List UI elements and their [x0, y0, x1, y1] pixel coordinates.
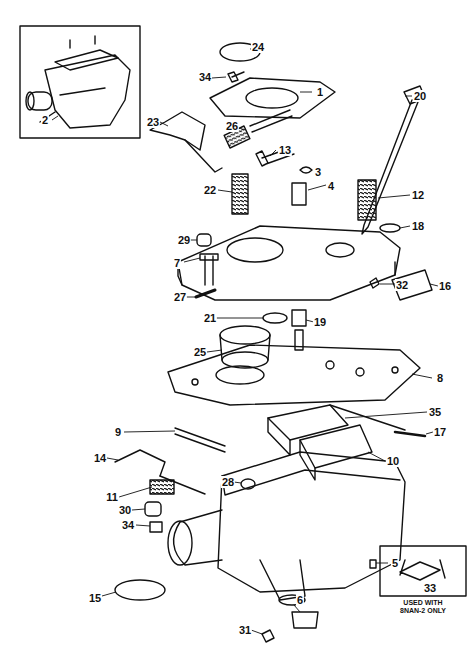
callout-number: 29 — [177, 234, 191, 246]
callout-number: 24 — [251, 41, 265, 53]
callout-number: 32 — [395, 279, 409, 291]
callout-number: 5 — [391, 557, 399, 569]
callout-number: 30 — [118, 504, 132, 516]
callout-number: 3 — [314, 166, 322, 178]
callout-number: 28 — [221, 476, 235, 488]
callout-number: 7 — [173, 257, 181, 269]
callout-number: 8 — [436, 372, 444, 384]
callout-number: 19 — [313, 316, 327, 328]
callout-number: 22 — [203, 184, 217, 196]
callout-number: 10 — [386, 455, 400, 467]
callout-number: 12 — [411, 189, 425, 201]
callout-number: 23 — [146, 116, 160, 128]
callout-number: 15 — [88, 592, 102, 604]
callout-number: 13 — [278, 144, 292, 156]
callout-number: 1 — [316, 86, 324, 98]
callout-number: 33 — [423, 582, 437, 594]
usage-note: USED WITH 8NAN-2 ONLY — [391, 599, 455, 615]
callout-number: 6 — [296, 594, 304, 606]
callout-number: 35 — [428, 406, 442, 418]
callout-number: 25 — [193, 346, 207, 358]
callout-number: 2 — [41, 114, 49, 126]
callout-number: 31 — [238, 624, 252, 636]
callout-number: 18 — [411, 220, 425, 232]
callout-number: 11 — [105, 491, 119, 503]
callout-number: 17 — [433, 426, 447, 438]
callout-number: 27 — [173, 291, 187, 303]
callout-number: 20 — [413, 90, 427, 102]
callout-number: 16 — [438, 280, 452, 292]
callout-number: 21 — [203, 312, 217, 324]
callout-number: 26 — [225, 120, 239, 132]
callout-number: 9 — [114, 426, 122, 438]
callout-number: 4 — [327, 180, 335, 192]
callout-number: 14 — [93, 452, 107, 464]
callout-number: 34 — [198, 71, 212, 83]
callout-number: 34 — [121, 519, 135, 531]
